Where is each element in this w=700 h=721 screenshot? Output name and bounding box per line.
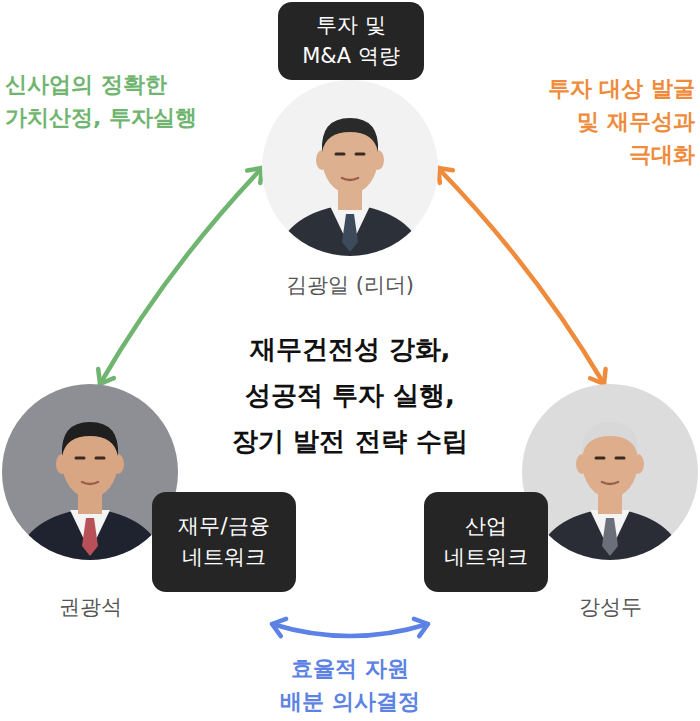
person-name: 강성두 [522,592,698,622]
role-tag: 재무/금융 네트워크 [152,492,296,592]
person-name: 김광일 (리더) [262,270,438,300]
role-tag: 투자 및 M&A 역량 [278,2,424,80]
person-node: 김광일 (리더) 투자 및 M&A 역량 [262,0,438,305]
portrait-frame [262,80,438,256]
double-arrow [272,624,428,636]
double-arrow [438,168,604,384]
person-node: 권광석 재무/금융 네트워크 [0,384,300,624]
tag-text: 산업 네트워크 [436,511,536,573]
edge-label: 투자 대상 발굴 및 재무성과 극대화 [545,72,695,171]
person-node: 강성두 산업 네트워크 [424,384,700,624]
center-goal-text: 재무건전성 강화, 성공적 투자 실행, 장기 발전 전략 수립 [222,326,478,464]
tag-text: 투자 및 M&A 역량 [295,10,407,72]
double-arrow [100,168,262,384]
edge-label: 효율적 자원 배분 의사결정 [270,652,430,718]
portrait-photo [522,384,698,560]
tag-text: 재무/금융 네트워크 [168,511,280,573]
edge-label: 신사업의 정확한 가치산정, 투자실행 [5,68,220,134]
portrait-photo [262,80,438,256]
portrait-frame [522,384,698,560]
person-name: 권광석 [0,592,180,622]
role-tag: 산업 네트워크 [424,492,548,592]
